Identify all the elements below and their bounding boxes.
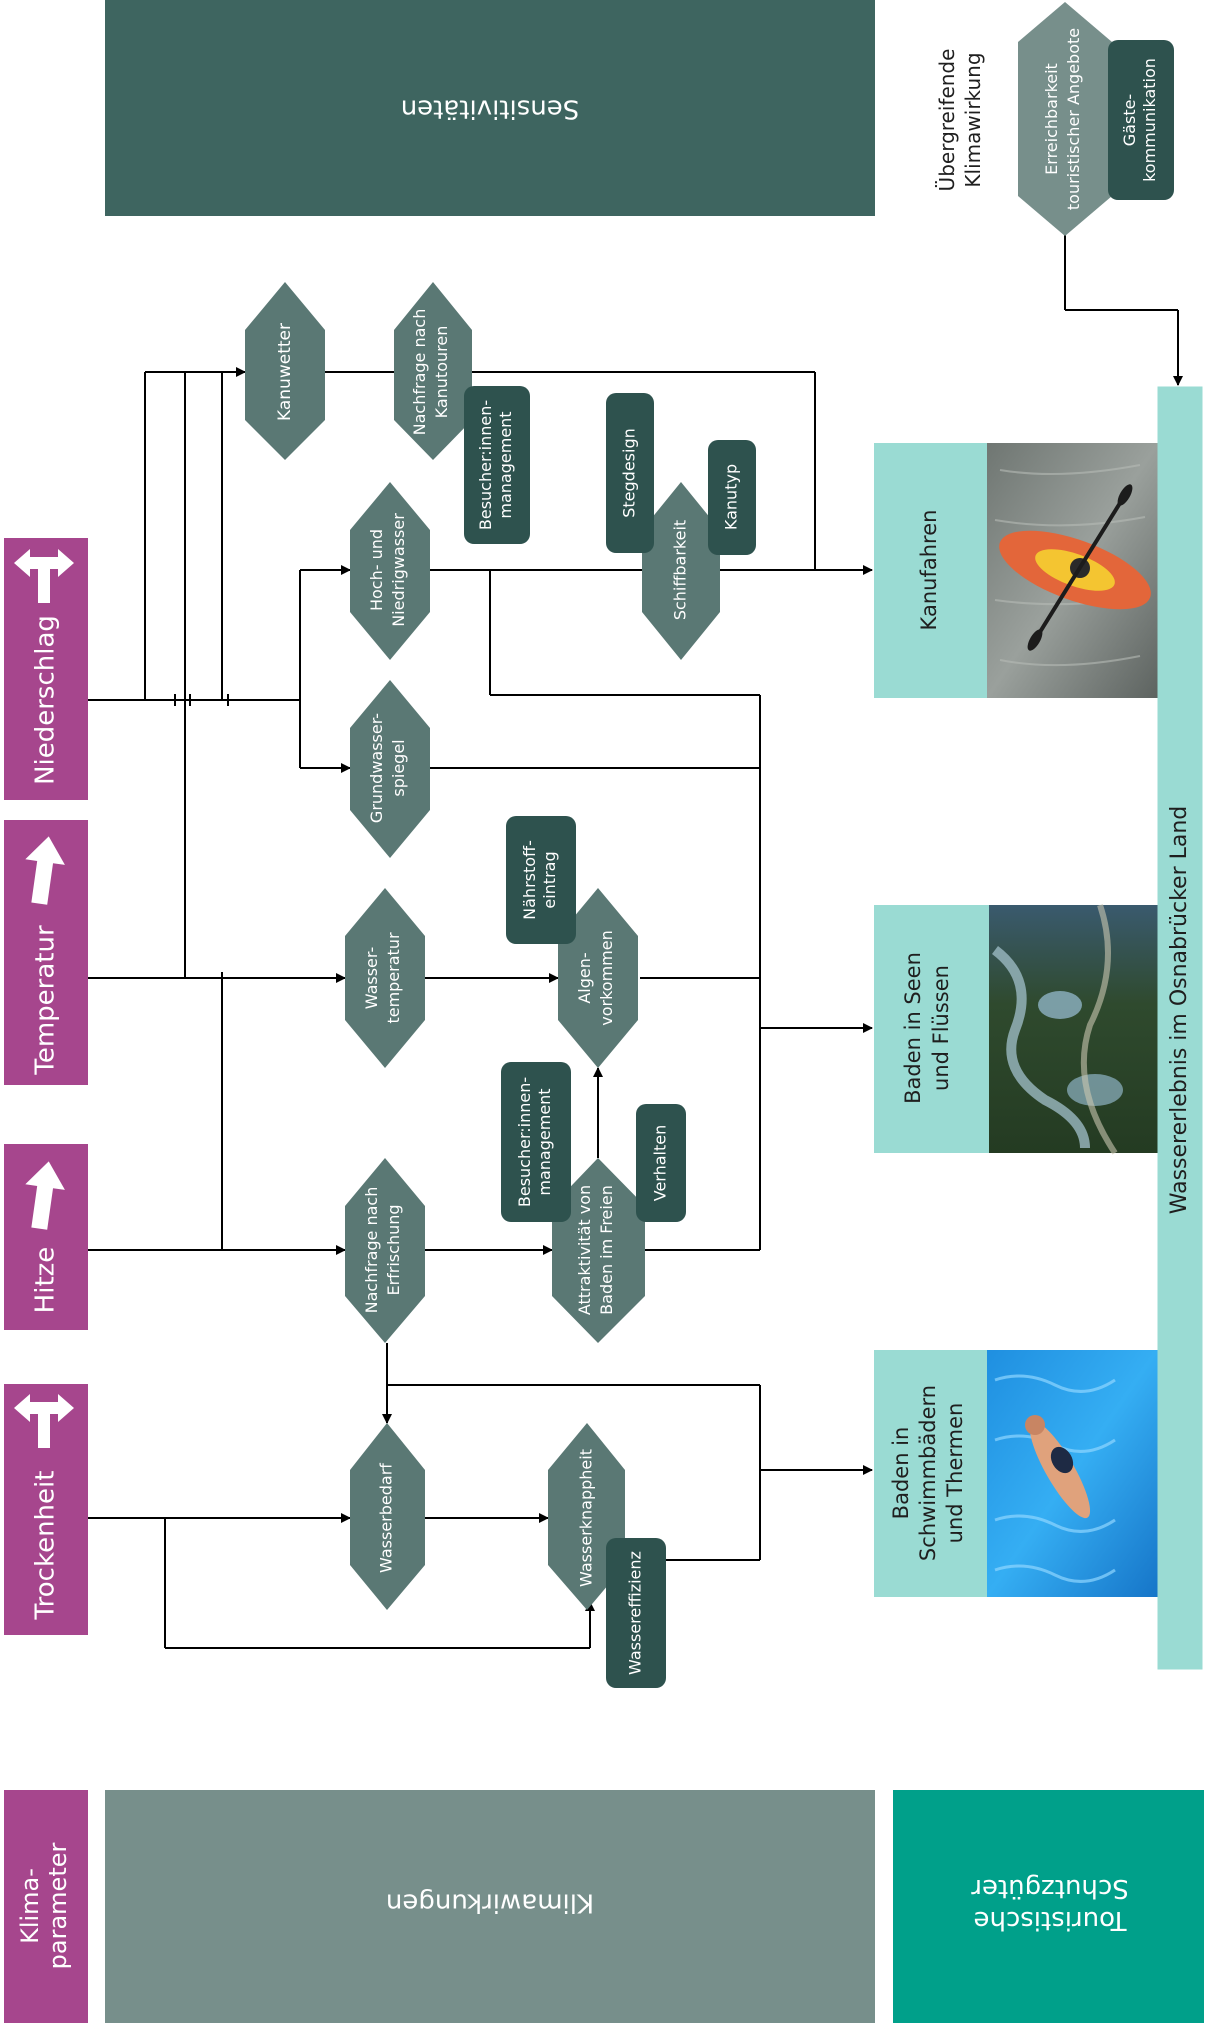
impact-grundwasserspiegel-label-1: Grundwasser- xyxy=(367,713,386,823)
asset-kanufahren xyxy=(874,443,987,698)
impact-nachfrage-erfrischung: Nachfrage nach Erfrischung xyxy=(345,1158,425,1343)
impact-hoch-niedrigwasser-label-1: Hoch- und xyxy=(367,529,386,611)
param-trockenheit-label: Trockenheit xyxy=(31,1471,61,1621)
sensitivity-wassereffizienz-label: Wassereffizienz xyxy=(626,1551,645,1675)
sensitivity-besucher-management-1-label-2: management xyxy=(496,411,515,518)
asset-wassererlebnis-label: Wassererlebnis im Osnabrücker Land xyxy=(1167,806,1192,1215)
sensitivity-gaestekommunikation-label-1: Gäste- xyxy=(1120,94,1139,146)
impact-nachfrage-erfrischung-label-1: Nachfrage nach xyxy=(362,1187,381,1314)
impact-schiffbarkeit-label: Schiffbarkeit xyxy=(671,520,690,620)
tourism-assets-label-1: Touristische xyxy=(973,1905,1127,1935)
asset-baden-schwimmbaeder-label-2: Schwimmbädern xyxy=(916,1385,940,1561)
sensitivity-stegdesign: Stegdesign xyxy=(606,393,654,553)
sensitivity-kanutyp: Kanutyp xyxy=(708,440,756,555)
impact-kanuwetter: Kanuwetter xyxy=(245,282,325,460)
climate-parameters-label-2: parameter xyxy=(44,1843,72,1970)
sensitivity-naehrstoffeintrag-label-1: Nährstoff- xyxy=(520,840,539,920)
lake-photo xyxy=(989,904,1158,1155)
impact-algenvorkommen: Algen- vorkommen xyxy=(558,888,638,1068)
impact-attraktivitaet-baden-label-1: Attraktivität von xyxy=(575,1185,594,1315)
impact-grundwasserspiegel-label-2: spiegel xyxy=(389,739,408,796)
impact-hoch-niedrigwasser-label-2: Niedrigwasser xyxy=(389,513,408,627)
impact-grundwasserspiegel: Grundwasser- spiegel xyxy=(350,680,430,858)
impact-wasserknappheit: Wasserknappheit xyxy=(548,1423,625,1610)
sensitivity-stegdesign-label: Stegdesign xyxy=(620,428,639,518)
impact-erreichbarkeit: Erreichbarkeit touristischer Angebote xyxy=(1018,2,1112,236)
climate-parameters-header xyxy=(4,1790,88,2023)
sensitivity-naehrstoffeintrag: Nährstoff- eintrag xyxy=(506,816,576,944)
sensitivity-besucher-management-1: Besucher:innen- management xyxy=(464,386,530,544)
asset-baden-schwimmbaeder-label-1: Baden in xyxy=(889,1427,913,1520)
asset-baden-schwimmbaeder xyxy=(874,1350,987,1597)
tourism-assets-label-2: Schutzgüter xyxy=(971,1873,1129,1903)
double-arrow-icon xyxy=(14,549,74,603)
sensitivity-wassereffizienz: Wassereffizienz xyxy=(606,1538,666,1688)
sensitivity-besucher-management-2-label-2: management xyxy=(535,1088,554,1195)
sensitivity-gaestekommunikation-label-2: kommunikation xyxy=(1140,58,1159,182)
impact-algenvorkommen-label-2: vorkommen xyxy=(597,930,616,1025)
impact-wassertemperatur-label-2: temperatur xyxy=(384,932,403,1024)
sensitivity-naehrstoffeintrag-label-2: eintrag xyxy=(540,851,559,908)
impact-algenvorkommen-label-1: Algen- xyxy=(575,952,594,1003)
connector-lines xyxy=(88,235,1183,1649)
impact-nachfrage-kanutouren-label-2: Kanutouren xyxy=(432,326,451,419)
asset-baden-schwimmbaeder-label-3: und Thermen xyxy=(943,1403,967,1544)
kayak-photo xyxy=(987,443,1158,698)
climate-impacts-header xyxy=(105,1790,875,2023)
climate-parameters-label-1: Klima- xyxy=(16,1868,44,1944)
param-temperatur-label: Temperatur xyxy=(31,925,61,1076)
sensitivity-verhalten: Verhalten xyxy=(636,1104,686,1222)
param-niederschlag-label: Niederschlag xyxy=(31,615,61,785)
impact-erreichbarkeit-label-2: touristischer Angebote xyxy=(1064,28,1083,210)
sensitivity-kanutyp-label: Kanutyp xyxy=(722,464,741,530)
impact-nachfrage-erfrischung-label-2: Erfrischung xyxy=(384,1204,403,1295)
climate-impacts-header-label: Klimawirkungen xyxy=(386,1888,594,1918)
impact-wassertemperatur-label-1: Wasser- xyxy=(362,947,381,1009)
impact-hoch-niedrigwasser: Hoch- und Niedrigwasser xyxy=(350,482,430,660)
asset-wassererlebnis xyxy=(1157,386,1203,1670)
impact-wasserbedarf-label: Wasserbedarf xyxy=(377,1463,396,1573)
asset-baden-seen-label-2: und Flüssen xyxy=(929,965,953,1091)
sensitivities-header-label: Sensitivitäten xyxy=(401,94,580,124)
sensitivity-verhalten-label: Verhalten xyxy=(651,1125,670,1202)
asset-baden-seen-label-1: Baden in Seen xyxy=(901,952,925,1104)
impact-nachfrage-kanutouren-label-1: Nachfrage nach xyxy=(410,309,429,436)
impact-nachfrage-kanutouren: Nachfrage nach Kanutouren xyxy=(394,282,472,460)
param-hitze-label: Hitze xyxy=(31,1247,61,1314)
sensitivity-besucher-management-2: Besucher:innen- management xyxy=(501,1062,571,1222)
sensitivity-gaestekommunikation: Gäste- kommunikation xyxy=(1108,40,1174,200)
overarching-label-1: Übergreifende xyxy=(935,49,959,192)
overarching-label-2: Klimawirkung xyxy=(961,52,985,187)
impact-kanuwetter-label: Kanuwetter xyxy=(275,323,295,421)
sensitivity-besucher-management-2-label-1: Besucher:innen- xyxy=(515,1077,534,1207)
asset-kanufahren-label: Kanufahren xyxy=(917,510,941,631)
impact-attraktivitaet-baden-label-2: Baden im Freien xyxy=(597,1185,616,1315)
impact-wasserknappheit-label: Wasserknappheit xyxy=(577,1449,596,1587)
impact-attraktivitaet-baden: Attraktivität von Baden im Freien xyxy=(552,1158,645,1343)
asset-baden-seen xyxy=(874,905,989,1153)
sensitivity-besucher-management-1-label-1: Besucher:innen- xyxy=(476,400,495,530)
pool-photo xyxy=(987,1350,1158,1597)
impact-schiffbarkeit: Schiffbarkeit xyxy=(642,482,720,660)
up-arrow-icon xyxy=(25,1161,65,1230)
double-arrow-icon xyxy=(14,1394,74,1448)
impact-wasserbedarf: Wasserbedarf xyxy=(350,1423,425,1610)
sensitivities-header xyxy=(105,0,875,216)
impact-wassertemperatur: Wasser- temperatur xyxy=(345,888,425,1068)
impact-erreichbarkeit-label-1: Erreichbarkeit xyxy=(1042,63,1061,175)
up-arrow-icon xyxy=(25,836,65,905)
tourism-assets-header xyxy=(893,1790,1204,2023)
